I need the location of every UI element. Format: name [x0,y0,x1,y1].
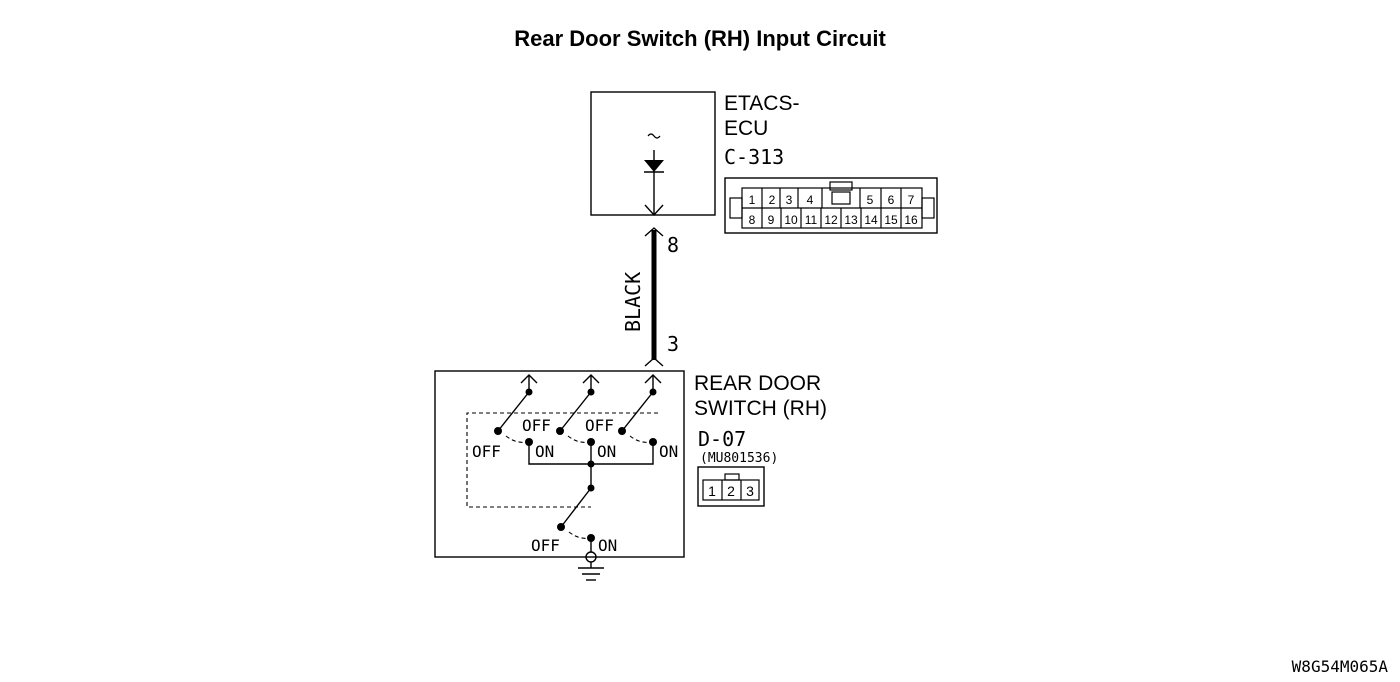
switch-off-label-1: OFF [472,442,501,461]
ground-symbol [578,534,604,581]
switch-name-line1: REAR DOOR [694,372,821,395]
wire-ecu-terminal [644,227,664,237]
ecu-pin-15: 15 [884,213,898,227]
switch-on-label-1: ON [535,442,554,461]
ecu-name-line2: ECU [724,117,768,140]
rear-door-switch-box [434,370,685,558]
switch-off-label-2: OFF [522,416,551,435]
switch-on-contacts [505,435,657,539]
ecu-pin-11: 11 [805,213,818,227]
ecu-connector-pins-top: 2 1 3 4 5 6 7 [749,193,915,207]
ecu-pin-1: 1 [749,193,756,207]
ecu-pin-2: 2 [769,193,776,207]
ecu-pin-7: 7 [908,193,915,207]
switch-pin-3: 3 [746,483,754,499]
wire-pin-ecu: 8 [667,233,679,257]
wire-color-label: BLACK [621,272,645,332]
switch-part-number: (MU801536) [700,451,778,466]
switch-connector-face [697,466,765,507]
ecu-pin-6: 6 [888,193,895,207]
ecu-pin-13: 13 [844,213,858,227]
ecu-pin-14: 14 [864,213,878,227]
ecu-connector-face [724,177,938,234]
ecu-pin-12: 12 [824,213,838,227]
ecu-pin-16: 16 [904,213,918,227]
ecu-pin-8: 8 [749,213,756,227]
figure-code: W8G54M065A [1292,657,1389,676]
switch-name-line2: SWITCH (RH) [694,397,827,420]
mechanical-linkage [466,412,658,508]
ecu-connector-pins-bottom: 8 9 10 11 12 13 14 15 16 [749,213,918,227]
switch-blades [494,388,657,531]
switch-pin-1: 1 [708,483,716,499]
wire-pin-switch: 3 [667,332,679,356]
diagram-title: Rear Door Switch (RH) Input Circuit [514,26,886,51]
ecu-pin-4: 4 [807,193,814,207]
switch-connector-label: D-07 [698,427,746,451]
ecu-connector-label: C-313 [724,145,784,169]
ecu-name-line1: ETACS- [724,92,799,115]
ecu-internal-circuit [644,133,664,217]
ecu-pin-5: 5 [867,193,874,207]
ecu-pin-10: 10 [784,213,798,227]
ecu-pin-9: 9 [768,213,775,227]
switch-off-label-4: OFF [531,536,560,555]
ecu-pin-3: 3 [786,193,793,207]
switch-on-label-3: ON [659,442,678,461]
switch-off-label-3: OFF [585,416,614,435]
switch-on-label-2: ON [597,442,616,461]
switch-pin-2: 2 [727,483,735,499]
switch-on-label-4: ON [598,536,617,555]
etacs-ecu-box [590,91,716,216]
wire-switch-terminal [644,357,664,367]
